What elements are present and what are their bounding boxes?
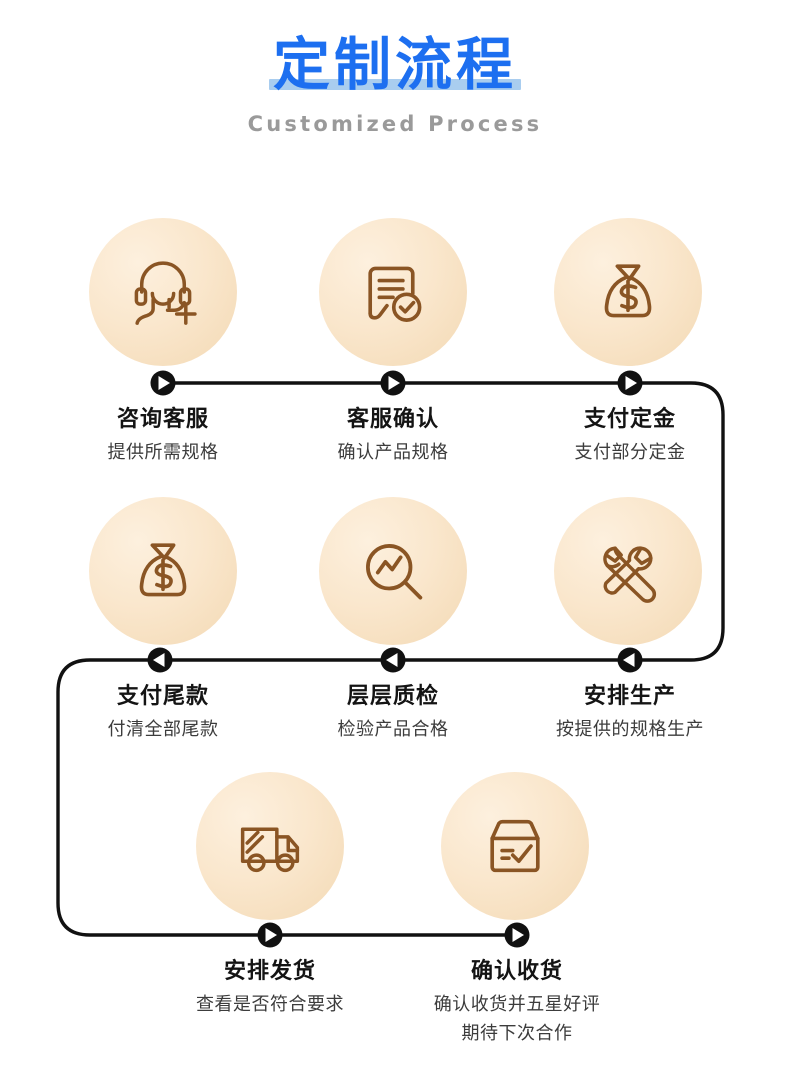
- step-text-1: 咨询客服 提供所需规格: [43, 406, 283, 466]
- step-name: 支付定金: [583, 407, 676, 432]
- page-subtitle: Customized Process: [247, 111, 543, 136]
- headset-add-icon: [134, 261, 197, 325]
- step-icon-circle-3: [554, 218, 702, 366]
- step-text-2: 客服确认 确认产品规格: [273, 406, 513, 466]
- step-name: 安排发货: [223, 959, 316, 984]
- money-bag-icon: [139, 543, 187, 597]
- step-text-7: 安排发货 查看是否符合要求: [150, 958, 390, 1018]
- step-desc: 检验产品合格: [337, 718, 449, 740]
- step-text-8: 确认收货 确认收货并五星好评 期待下次合作: [397, 958, 637, 1047]
- step-text-3: 支付定金 支付部分定金: [510, 406, 750, 466]
- step-marker-4: [147, 647, 173, 673]
- step-marker-5: [380, 647, 406, 673]
- step-icon-circle-8: [441, 772, 589, 920]
- step-icon-circle-7: [196, 772, 344, 920]
- step-desc: 确认收货并五星好评: [433, 993, 601, 1015]
- page-title: 定制流程: [273, 32, 517, 98]
- step-marker-6: [617, 647, 643, 673]
- step-name: 安排生产: [583, 684, 676, 709]
- step-text-4: 支付尾款 付清全部尾款: [43, 683, 283, 743]
- title-underline-bar: [269, 78, 521, 90]
- step-name: 确认收货: [470, 959, 563, 984]
- step-text-6: 安排生产 按提供的规格生产: [510, 683, 750, 743]
- step-desc-secondary: 期待下次合作: [461, 1022, 573, 1044]
- step-name: 层层质检: [346, 684, 439, 709]
- step-marker-3: [617, 370, 643, 396]
- step-marker-8: [504, 922, 530, 948]
- step-marker-2: [380, 370, 406, 396]
- document-check-icon: [368, 266, 422, 322]
- delivery-truck-icon: [240, 827, 300, 873]
- magnifier-chart-icon: [366, 544, 423, 600]
- step-icon-circle-5: [319, 497, 467, 645]
- step-desc: 确认产品规格: [337, 441, 449, 463]
- page-title-wrap: 定制流程: [269, 32, 521, 98]
- step-desc: 提供所需规格: [107, 441, 219, 463]
- money-bag-icon: [604, 264, 652, 318]
- step-icon-circle-1: [89, 218, 237, 366]
- step-name: 客服确认: [346, 407, 439, 432]
- step-marker-1: [150, 370, 176, 396]
- step-icon-circle-2: [319, 218, 467, 366]
- step-desc: 按提供的规格生产: [556, 718, 704, 740]
- step-icon-circle-4: [89, 497, 237, 645]
- step-name: 咨询客服: [116, 407, 209, 432]
- step-text-5: 层层质检 检验产品合格: [273, 683, 513, 743]
- header: 定制流程 Customized Process: [0, 0, 790, 136]
- step-desc: 付清全部尾款: [107, 718, 219, 740]
- step-icon-circle-6: [554, 497, 702, 645]
- step-name: 支付尾款: [116, 684, 209, 709]
- step-marker-7: [257, 922, 283, 948]
- step-desc: 查看是否符合要求: [196, 993, 344, 1015]
- step-desc: 支付部分定金: [574, 441, 686, 463]
- box-check-icon: [490, 819, 540, 873]
- tools-icon: [603, 546, 657, 603]
